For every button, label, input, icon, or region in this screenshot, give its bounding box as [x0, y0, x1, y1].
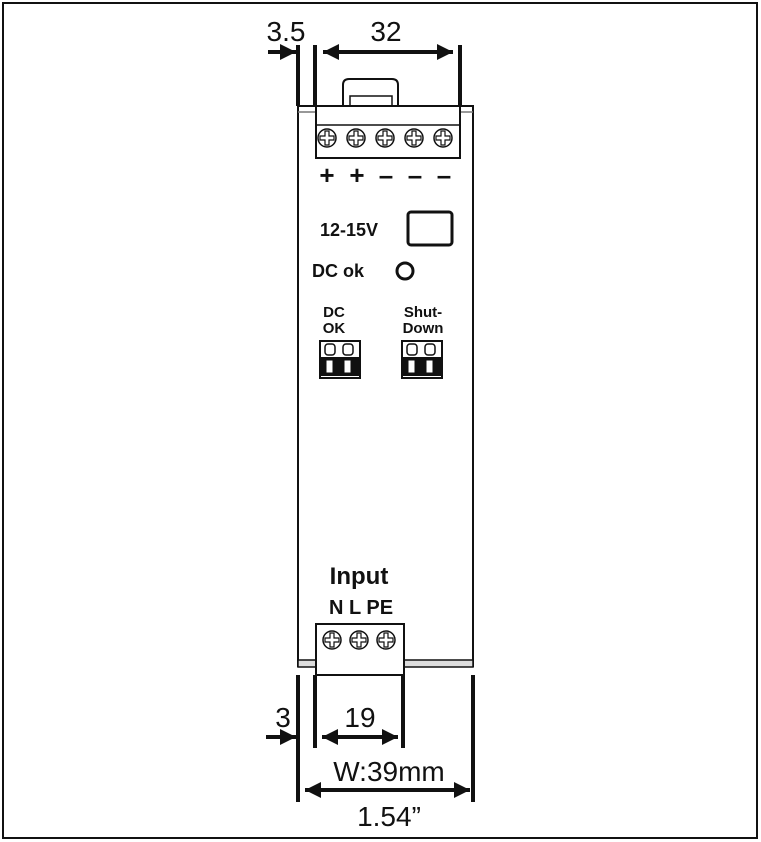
input-pins-label: N L PE: [329, 597, 393, 619]
top-dimension-lines: [268, 44, 462, 106]
width-mm-dimension: W:39mm: [333, 756, 445, 787]
dc-ok-connector-icon: [319, 340, 361, 379]
led-label: DC ok: [312, 261, 365, 281]
screw-icon: [317, 128, 337, 148]
screw-icon: [404, 128, 424, 148]
input-title: Input: [330, 563, 389, 590]
width-inch-dimension: 1.54”: [357, 801, 421, 832]
connector-label: Shut-: [404, 304, 442, 321]
bottom-dimension-lines: [266, 675, 475, 802]
voltage-adjust-label: 12-15V: [320, 220, 378, 240]
polarity-label: –: [408, 160, 422, 190]
input-terminal-block: [315, 623, 405, 676]
screw-icon: [376, 630, 396, 650]
screw-icon: [375, 128, 395, 148]
polarity-label: +: [349, 160, 364, 190]
bottom-terminal-dimension: 19: [344, 702, 375, 733]
shutdown-connector-icon: [401, 340, 443, 379]
output-terminal-block: [315, 105, 461, 159]
polarity-label: –: [379, 160, 393, 190]
connector-label: OK: [323, 320, 346, 337]
top-terminal-dimension: 32: [370, 16, 401, 47]
connector-label: Down: [403, 320, 444, 337]
connector-label: DC: [323, 304, 345, 321]
top-offset-dimension: 3.5: [267, 16, 306, 47]
polarity-label: –: [437, 160, 451, 190]
polarity-label: +: [319, 160, 334, 190]
screw-icon: [349, 630, 369, 650]
screw-icon: [346, 128, 366, 148]
din-clip: [342, 78, 399, 108]
bottom-offset-dimension: 3: [275, 702, 291, 733]
potentiometer-icon: [406, 210, 454, 247]
screw-icon: [433, 128, 453, 148]
screw-icon: [322, 630, 342, 650]
led-icon: [395, 261, 415, 281]
